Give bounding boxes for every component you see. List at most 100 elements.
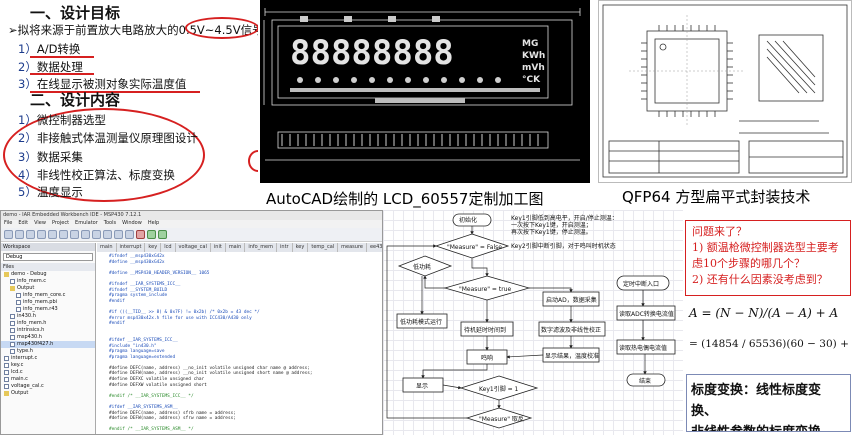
- copy-icon[interactable]: [59, 230, 68, 239]
- print-icon[interactable]: [37, 230, 46, 239]
- file-tree-label: Output: [11, 390, 29, 396]
- compile-icon[interactable]: [114, 230, 123, 239]
- file-tree-item[interactable]: info_mem_core.c: [1, 292, 95, 299]
- code-line: #endif: [109, 321, 125, 327]
- file-tree-item[interactable]: Output: [1, 285, 95, 292]
- file-tree-label: type.h: [17, 348, 33, 354]
- calib-line-1: 标度变换：线性标度变换、: [691, 383, 822, 419]
- make-icon[interactable]: [125, 230, 134, 239]
- editor-tab[interactable]: key: [145, 243, 162, 252]
- file-tree-item[interactable]: info_mem.pbi: [1, 299, 95, 306]
- file-icon: [4, 363, 9, 368]
- code-line: #include "in430.h": [109, 343, 157, 349]
- flow-text-show: 显示: [416, 383, 428, 390]
- menu-file[interactable]: File: [4, 220, 13, 226]
- flow-text-end: 结束: [639, 377, 651, 385]
- iar-ide-window: demo - IAR Embedded Workbench IDE - MSP4…: [0, 210, 383, 435]
- calib-line-2: 非线性参数的标度变换: [691, 422, 846, 431]
- file-tree-item[interactable]: demo - Debug: [1, 271, 95, 278]
- file-tree-item[interactable]: intrinsics.h: [1, 327, 95, 334]
- editor-tab[interactable]: info_mem: [245, 243, 278, 252]
- code-line: #define DEFXC volatile unsigned char: [109, 377, 205, 383]
- editor-tab[interactable]: init: [211, 243, 226, 252]
- flow-text-read-adc: 读取ADC转换电流值: [619, 310, 674, 318]
- menu-emulator[interactable]: Emulator: [75, 220, 98, 226]
- cut-icon[interactable]: [48, 230, 57, 239]
- question-line-2: 2) 还有什么因素没考虑到？: [692, 273, 828, 286]
- ide-title-bar: demo - IAR Embedded Workbench IDE - MSP4…: [1, 211, 382, 220]
- file-icon: [16, 300, 21, 305]
- file-tree-item[interactable]: info_mem.h: [1, 320, 95, 327]
- undo-icon[interactable]: [81, 230, 90, 239]
- editor-tab[interactable]: lcd: [161, 243, 176, 252]
- file-tree-item[interactable]: interrupt.c: [1, 355, 95, 362]
- menu-help[interactable]: Help: [147, 220, 160, 226]
- highlight-ellipse-edge: [248, 150, 258, 172]
- file-icon: [10, 335, 15, 340]
- paste-icon[interactable]: [70, 230, 79, 239]
- editor-tab[interactable]: voltage_cal: [176, 243, 211, 252]
- file-tree-item[interactable]: Output: [1, 390, 95, 397]
- find-icon[interactable]: [103, 230, 112, 239]
- flowchart-svg: 初始化 "Measure" = False 低功耗 "Measure" = tr…: [386, 213, 676, 429]
- content-item-2: 2）非接触式体温测量仪原理图设计: [18, 131, 198, 145]
- file-tree-item[interactable]: info_mem.r43: [1, 306, 95, 313]
- save-icon[interactable]: [26, 230, 35, 239]
- editor-tab[interactable]: intr: [277, 243, 293, 252]
- folder-icon: [4, 391, 9, 396]
- menu-edit[interactable]: Edit: [18, 220, 29, 226]
- file-tree-item[interactable]: info_mem.c: [1, 278, 95, 285]
- file-tree-item[interactable]: msp430.h: [1, 334, 95, 341]
- scale-conversion-box: 标度变换：线性标度变换、 非线性参数的标度变换: [686, 374, 851, 432]
- menu-view[interactable]: View: [34, 220, 46, 226]
- file-tree-label: voltage_cal.c: [11, 383, 44, 389]
- underline-goal-2: [30, 73, 94, 75]
- qfp-package-drawing: [598, 0, 852, 183]
- file-tree-item[interactable]: voltage_cal.c: [1, 383, 95, 390]
- file-tree-item[interactable]: key.c: [1, 362, 95, 369]
- editor-tab[interactable]: interrupt: [117, 243, 146, 252]
- file-tree-item[interactable]: in430.h: [1, 313, 95, 320]
- lcd-unit-ck: °CK: [522, 75, 541, 85]
- flow-text-measure-true: "Measure" = true: [459, 286, 511, 293]
- goal-item-1: 1）A/D转换: [18, 42, 81, 56]
- question-box: 问题来了？ 1) 额温枪微控制器选型主要考虑10个步骤的哪几个？ 2) 还有什么…: [685, 220, 851, 296]
- redo-icon[interactable]: [92, 230, 101, 239]
- file-tree-item[interactable]: type.h: [1, 348, 95, 355]
- formula-line-1: A = (N − N)/(A − A) + A: [689, 306, 839, 320]
- menu-project[interactable]: Project: [51, 220, 70, 226]
- debug-without-download-icon[interactable]: [158, 230, 167, 239]
- editor-tab[interactable]: temp_cal: [308, 243, 339, 252]
- calibration-formula: A = (N − N)/(A − A) + A = (14854 / 65536…: [685, 298, 851, 372]
- flow-read-adc2: [616, 339, 676, 355]
- file-tree-item[interactable]: msp430f427.h: [1, 341, 95, 348]
- code-editor[interactable]: #ifndef __msp430xG42x#define __msp430xG4…: [97, 252, 382, 434]
- qfp-caption: QFP64 方型扁平式封装技术: [622, 188, 811, 206]
- file-icon: [4, 377, 9, 382]
- editor-tab[interactable]: measure: [338, 243, 367, 252]
- code-line: #ifndef __msp430xG42x: [109, 254, 165, 259]
- file-tree-item[interactable]: lcd.c: [1, 369, 95, 376]
- stop-build-icon[interactable]: [136, 230, 145, 239]
- editor-tab[interactable]: main: [97, 243, 117, 252]
- flow-text-start: 初始化: [459, 216, 477, 224]
- editor-tab[interactable]: key: [293, 243, 309, 252]
- folder-icon: [4, 272, 9, 277]
- content-item-4: 4）非线性校正算法、标度变换: [18, 168, 175, 182]
- lcd-drawing-svg: 88888888 MG KWh mVh °CK: [263, 8, 581, 161]
- menu-window[interactable]: Window: [122, 220, 142, 226]
- code-line: #endif /* __IAR_SYSTEMS_ASM__ */: [109, 427, 194, 433]
- file-icon: [16, 307, 21, 312]
- heading-design-content: 二、设计内容: [30, 91, 121, 109]
- file-tree-item[interactable]: main.c: [1, 376, 95, 383]
- open-folder-icon[interactable]: [15, 230, 24, 239]
- menu-tools[interactable]: Tools: [103, 220, 117, 226]
- flow-text-timer-isr: 定时中断入口: [623, 280, 659, 288]
- config-select[interactable]: Debug: [3, 253, 93, 261]
- editor-tab[interactable]: main: [226, 243, 246, 252]
- new-file-icon[interactable]: [4, 230, 13, 239]
- editor-tab[interactable]: ee43 (8K): [367, 243, 382, 252]
- flow-note-2: 一次按下Key1键，开启测温；: [511, 221, 592, 229]
- file-tree-label: demo - Debug: [11, 271, 47, 277]
- download-debug-icon[interactable]: [147, 230, 156, 239]
